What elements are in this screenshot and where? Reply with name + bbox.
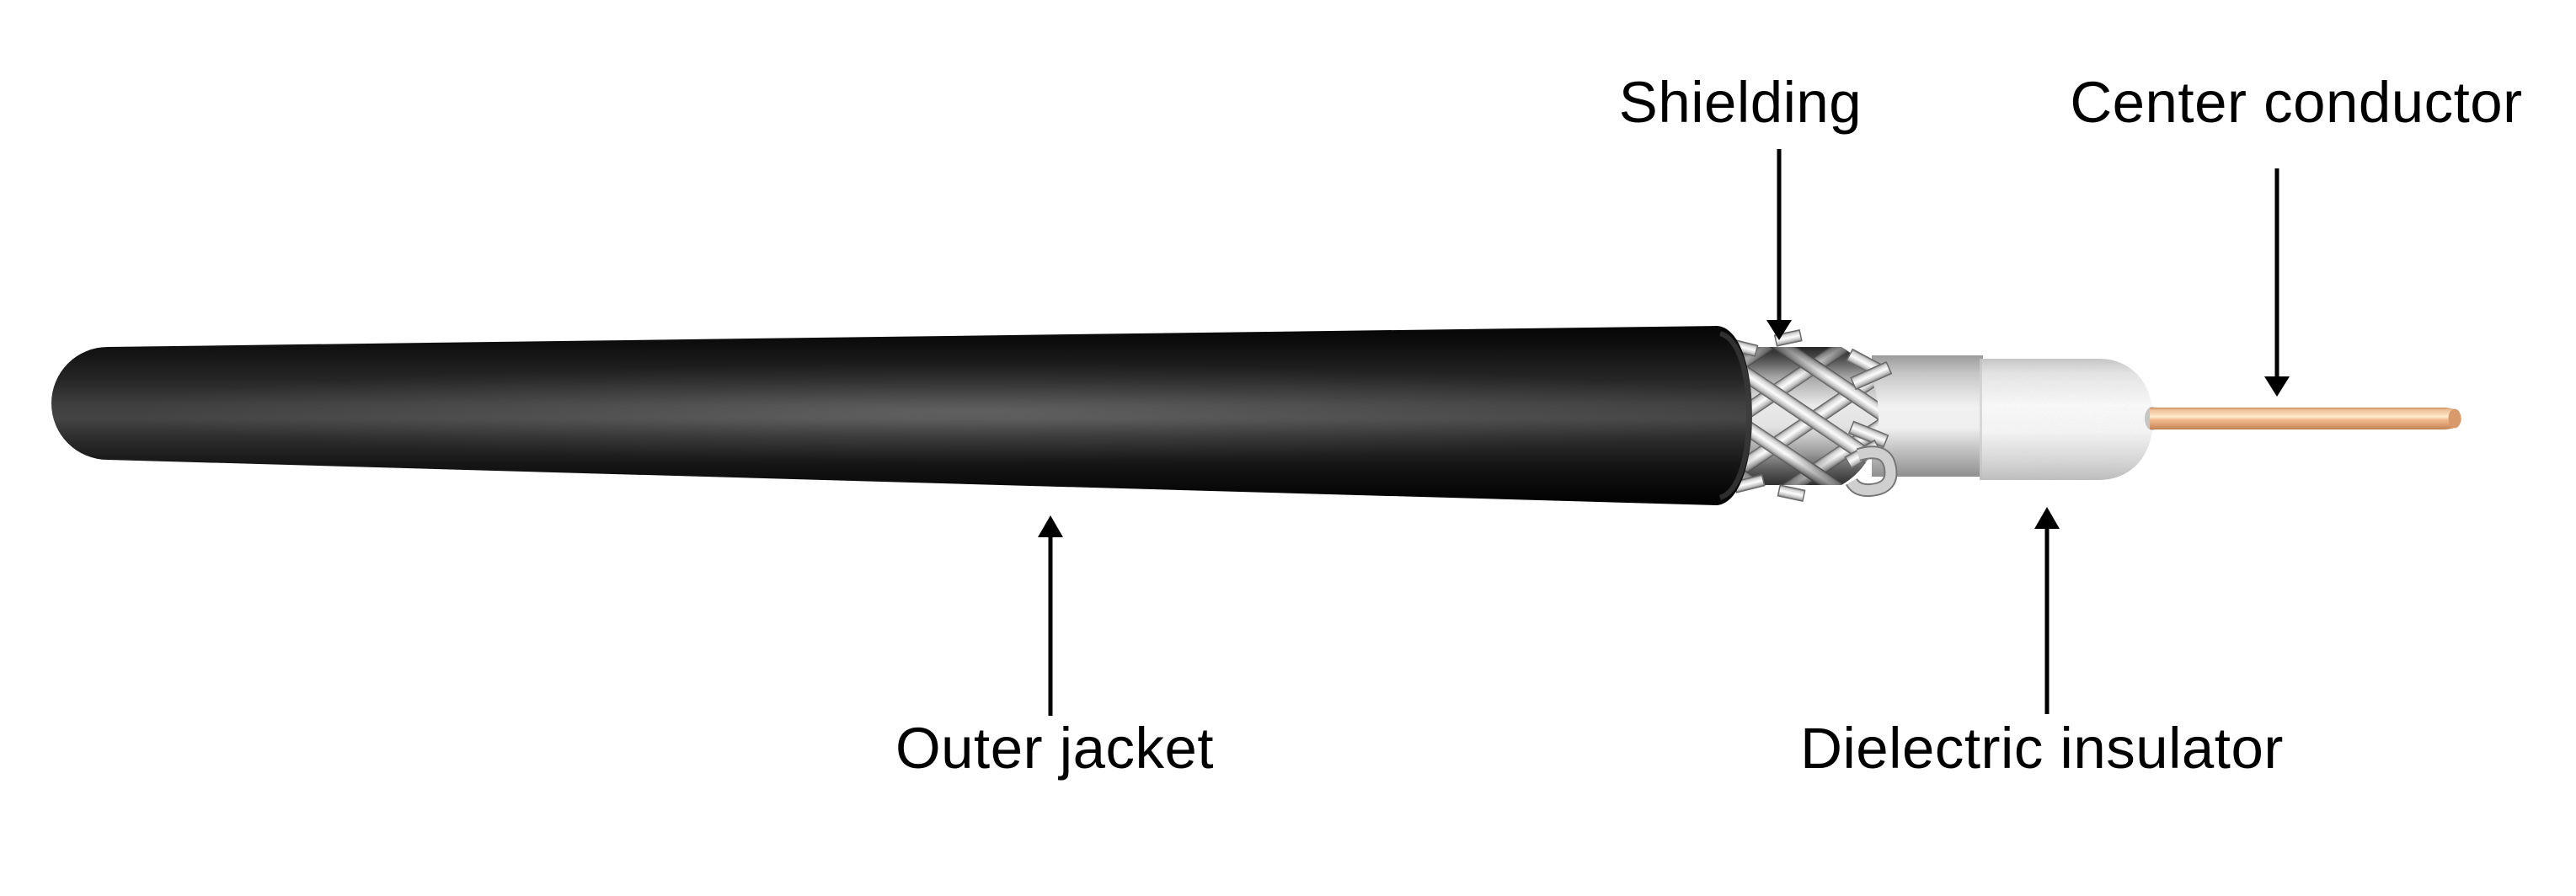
shielding-arrow: [1766, 149, 1792, 340]
shielding-label: Shielding: [1619, 70, 1862, 135]
outer-jacket-label: Outer jacket: [895, 716, 1214, 781]
dielectric-foam-texture: [1980, 359, 2153, 480]
outer-jacket-arrow: [1038, 515, 1063, 716]
jacket-sheen: [126, 363, 1811, 461]
center-conductor-arrow-head: [2264, 376, 2290, 397]
center-conductor-label: Center conductor: [2070, 70, 2522, 135]
dielectric-arrow: [2034, 507, 2060, 714]
center-conductor-arrow: [2264, 168, 2290, 397]
dielectric-insulator-shape: [1980, 359, 2153, 480]
wire-end-cap: [2448, 408, 2461, 429]
wire-body: [2150, 408, 2461, 429]
outer-jacket-shape: [51, 326, 1811, 505]
callout-arrows: [1038, 149, 2290, 716]
braid-curl: [1846, 447, 1896, 496]
outer-jacket-arrow-head: [1038, 515, 1063, 537]
shielding-arrow-head: [1766, 320, 1792, 340]
center-conductor-wire-shape: [2145, 407, 2461, 430]
dielectric-arrow-head: [2034, 507, 2060, 529]
dielectric-insulator-label: Dielectric insulator: [1800, 716, 2284, 781]
